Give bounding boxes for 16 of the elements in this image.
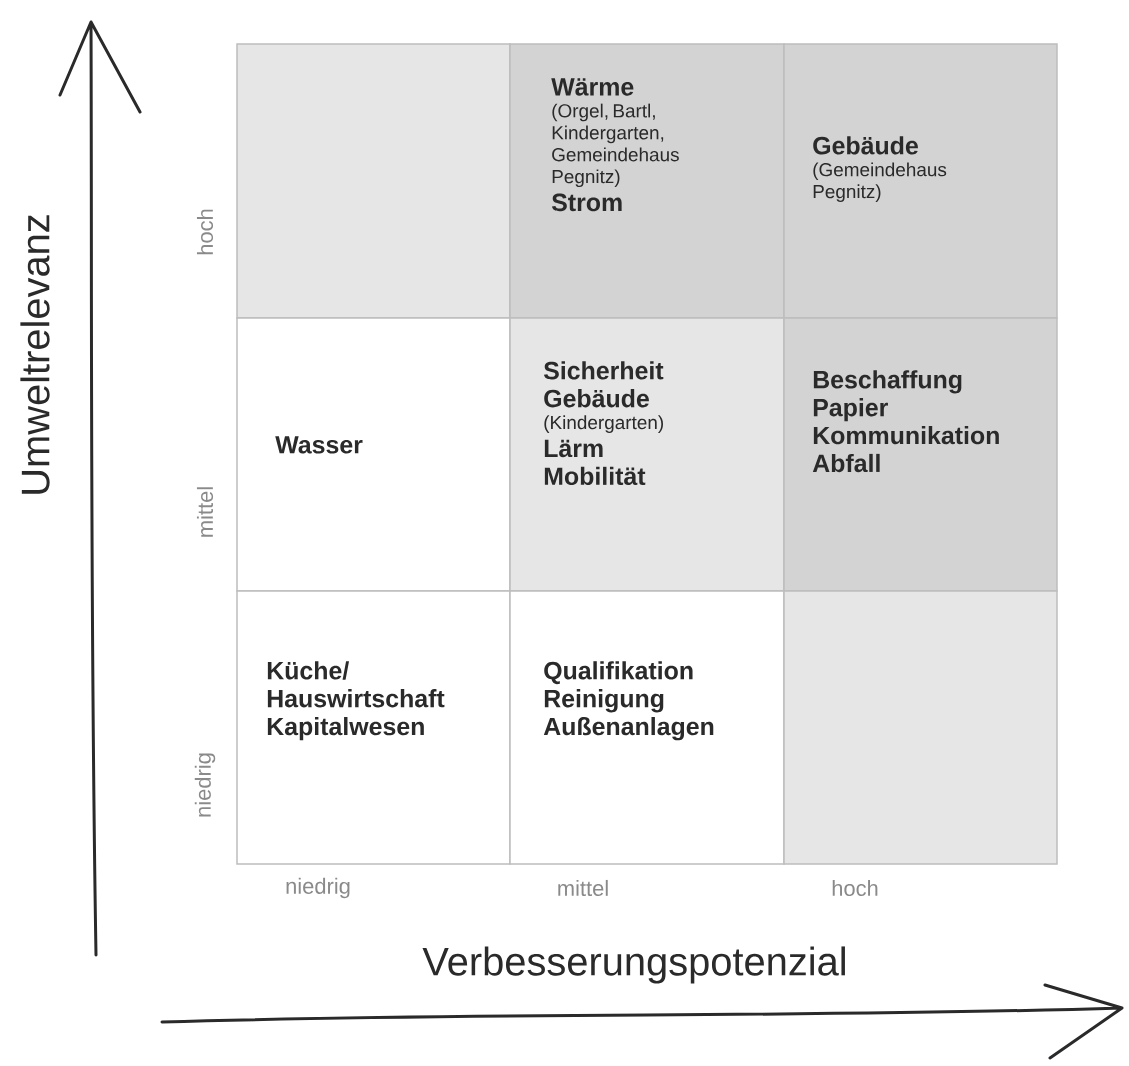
tick-label: mittel (196, 487, 214, 537)
axis-title: Verbesserungspotenzial (422, 946, 845, 984)
matrix-cell (236, 43, 511, 319)
matrix-cell: Gebäude (Gemeindehaus Pegnitz) (783, 43, 1058, 319)
matrix-cell: Küche/ Hauswirtschaft Kapitalwesen (236, 590, 511, 865)
tick-label: mittel (558, 879, 608, 897)
tick-label: hoch (196, 209, 214, 255)
matrix-cell: Sicherheit Gebäude (Kindergarten) Lärm Mobilität (509, 317, 785, 592)
matrix-cell: Qualifikation Reinigung Außenanlagen (509, 590, 785, 865)
matrix-cell: Wasser (236, 317, 511, 592)
matrix-cell (783, 590, 1058, 865)
tick-label: hoch (832, 879, 878, 897)
matrix-cell: Beschaffung Papier Kommunikation Abfall (783, 317, 1058, 592)
tick-label: niedrig (194, 753, 216, 817)
axis-title: Umweltrelevanz (20, 215, 50, 494)
matrix-cell: Wärme (Orgel, Bartl, Kindergarten, Gemeindehaus Pegnitz) Strom (509, 43, 785, 319)
